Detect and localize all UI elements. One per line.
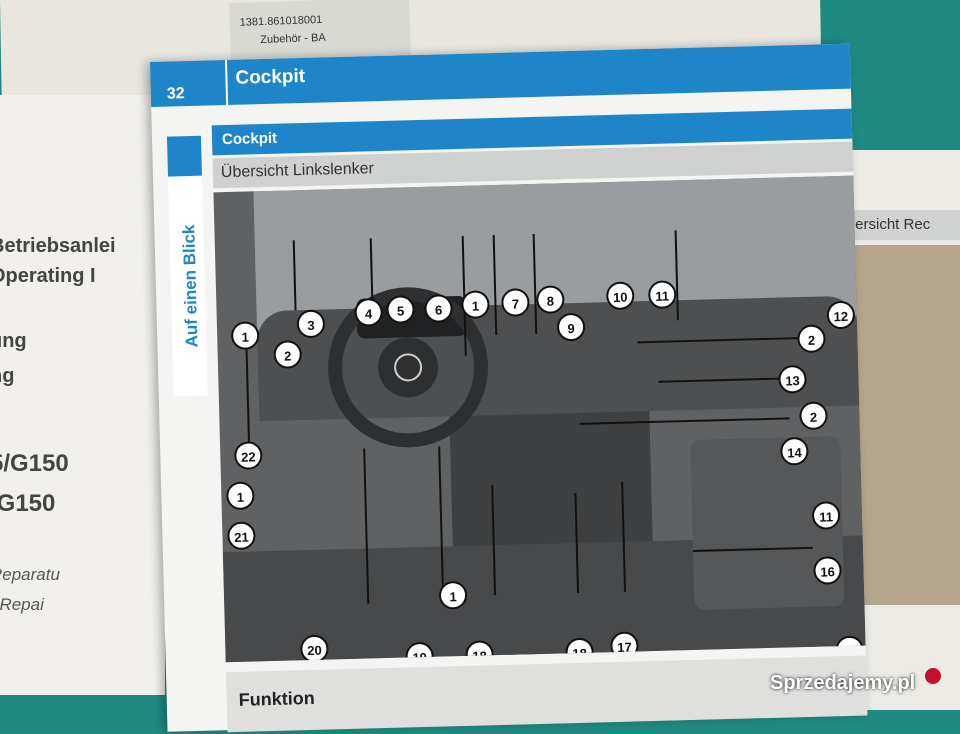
background-left-document: Betriebsanlei Operating I ung ng 5/G150 … — [0, 95, 165, 695]
header-title: Cockpit — [235, 65, 306, 89]
callout-marker: 22 — [233, 441, 263, 470]
left-doc-line: Operating I — [0, 265, 96, 287]
left-doc-line: 5/G150 — [0, 450, 69, 477]
watermark: Sprzedajemy.pl — [770, 672, 916, 694]
section-title: Cockpit — [221, 129, 278, 149]
callout-marker: 2 — [799, 401, 828, 431]
subsection-title: Übersicht Linkslenker — [220, 160, 375, 182]
header-separator — [224, 59, 229, 106]
sticker-line: Zubehör - BA — [260, 31, 326, 47]
label-sticker: 1381.861018001 Zubehör - BA — [229, 0, 411, 64]
side-tab-label: Auf einen Blick — [179, 224, 202, 348]
left-doc-italic: Reparatu — [0, 565, 60, 584]
callout-marker: 1 — [226, 481, 255, 511]
left-doc-line: ng — [0, 365, 15, 387]
table-header-label: Funktion — [238, 687, 315, 710]
left-doc-line: Betriebsanlei — [0, 235, 116, 257]
callout-marker: 1 — [230, 321, 260, 350]
left-doc-line: /G150 — [0, 490, 56, 517]
right-doc-subtitle: Übersicht Rec — [836, 216, 931, 233]
left-doc-italic: / Repai — [0, 595, 44, 614]
callout-marker: 17 — [610, 631, 639, 661]
callout-line — [245, 341, 251, 452]
side-tab-marker — [166, 135, 202, 177]
callout-marker: 20 — [300, 634, 329, 663]
page-number: 32 — [166, 85, 185, 103]
watermark-logo-icon — [925, 668, 941, 684]
sticker-line: 1381.861018001 — [239, 13, 323, 29]
side-tab: Auf einen Blick — [166, 135, 208, 397]
callout-marker: 18 — [565, 637, 594, 663]
callout-marker: 21 — [227, 521, 256, 551]
manual-page: 32 Cockpit Auf einen Blick Cockpit Übers… — [150, 43, 868, 733]
left-doc-line: ung — [0, 330, 27, 352]
cockpit-illustration: 1 2 3 4 5 6 1 7 8 9 10 11 12 2 13 2 14 1… — [213, 175, 866, 663]
